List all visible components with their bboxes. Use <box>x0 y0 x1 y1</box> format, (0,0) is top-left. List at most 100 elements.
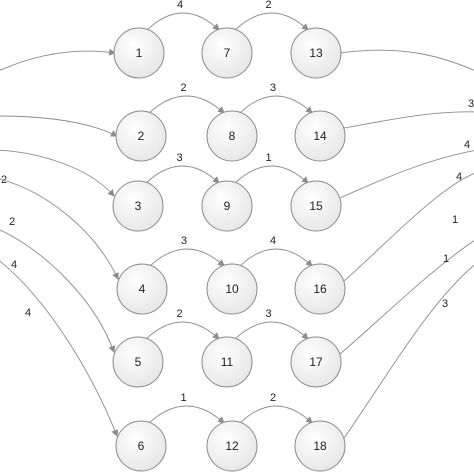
incoming-edge-arrow <box>0 115 118 137</box>
outgoing-edge-label: 3 <box>468 98 474 110</box>
row-edge-label: 4 <box>270 235 276 247</box>
row-edge-label: 2 <box>265 0 271 11</box>
node-label: 4 <box>139 282 146 296</box>
row-edge-label: 3 <box>176 152 182 164</box>
node-label: 13 <box>309 46 323 60</box>
node-label: 6 <box>138 439 145 453</box>
node-circle <box>116 263 168 315</box>
outgoing-edge-arrow <box>343 264 474 439</box>
incoming-edge-arrow <box>0 48 116 71</box>
node-label: 10 <box>225 282 239 296</box>
outgoing-edge-arrow <box>339 150 474 199</box>
row-edge-arrow <box>239 405 313 424</box>
outgoing-edge-label: 1 <box>443 253 449 265</box>
incoming-edge-arrow <box>0 229 116 353</box>
node-label: 14 <box>313 129 327 143</box>
incoming-edge-label: 4 <box>11 259 17 271</box>
node-label: 18 <box>313 439 327 453</box>
row-edge-label: 4 <box>177 0 183 11</box>
node-3: 3 <box>112 180 164 232</box>
node-label: 15 <box>309 199 323 213</box>
row-edge-arrow <box>234 321 309 340</box>
node-7: 7 <box>201 27 253 79</box>
node-8: 8 <box>206 110 258 162</box>
node-10: 10 <box>206 263 258 315</box>
incoming-edge-arrow <box>0 260 119 437</box>
outgoing-edge-label: 4 <box>456 171 462 183</box>
node-circle <box>206 110 258 162</box>
row-edge-arrow <box>239 95 313 114</box>
node-17: 17 <box>290 336 342 388</box>
node-label: 12 <box>225 439 239 453</box>
row-edge-arrow <box>239 248 313 267</box>
node-label: 3 <box>135 199 142 213</box>
node-circle <box>115 420 167 472</box>
node-label: 5 <box>135 355 142 369</box>
row-edge-arrow <box>149 248 225 267</box>
incoming-edge-label: 4 <box>25 307 31 319</box>
outgoing-edge-label: 3 <box>442 298 448 310</box>
row-edge-label: 1 <box>180 392 186 404</box>
row-edge-label: 2 <box>180 82 186 94</box>
node-14: 14 <box>294 110 346 162</box>
node-label: 17 <box>309 355 323 369</box>
node-circle <box>294 420 346 472</box>
node-circle <box>201 180 253 232</box>
outgoing-edge-arrow <box>343 111 474 129</box>
row-edge-label: 2 <box>270 392 276 404</box>
row-edge-arrow <box>145 321 220 340</box>
row-edge-label: 1 <box>265 152 271 164</box>
node-circle <box>290 180 342 232</box>
row-edge-label: 2 <box>176 308 182 320</box>
row-edge-arrow <box>234 12 309 31</box>
node-label: 11 <box>221 355 234 369</box>
node-15: 15 <box>290 180 342 232</box>
node-label: 7 <box>224 46 231 60</box>
node-12: 12 <box>206 420 258 472</box>
node-5: 5 <box>112 336 164 388</box>
node-circle <box>201 336 253 388</box>
row-edge-arrow <box>146 12 220 31</box>
node-circle <box>113 27 165 79</box>
row-edge-arrow <box>148 95 225 114</box>
incoming-edge-label: 2 <box>9 216 15 228</box>
node-label: 2 <box>138 129 145 143</box>
row-edge-label: 3 <box>181 235 187 247</box>
node-9: 9 <box>201 180 253 232</box>
outgoing-edge-arrow <box>339 240 474 355</box>
node-circle <box>290 336 342 388</box>
node-circle <box>115 110 167 162</box>
node-circle <box>112 336 164 388</box>
node-circle <box>290 27 342 79</box>
outgoing-edge-label: 1 <box>452 214 458 226</box>
outgoing-edge-arrow <box>339 49 474 71</box>
node-4: 4 <box>116 263 168 315</box>
node-18: 18 <box>294 420 346 472</box>
incoming-edge-arrow <box>0 149 115 197</box>
node-11: 11 <box>201 336 253 388</box>
node-circle <box>206 263 258 315</box>
node-label: 1 <box>136 46 143 60</box>
row-edge-label: 3 <box>270 82 276 94</box>
row-edge-arrow <box>234 165 309 184</box>
row-edge-arrow <box>148 405 225 424</box>
node-label: 8 <box>229 129 236 143</box>
outgoing-edge-label: 4 <box>464 139 470 151</box>
node-circle <box>112 180 164 232</box>
incoming-edge-arrow <box>0 178 119 280</box>
row-edge-arrow <box>145 165 220 184</box>
node-circle <box>294 110 346 162</box>
node-13: 13 <box>290 27 342 79</box>
node-6: 6 <box>115 420 167 472</box>
node-circle <box>201 27 253 79</box>
node-16: 16 <box>294 263 346 315</box>
node-label: 16 <box>313 282 327 296</box>
node-label: 9 <box>224 199 231 213</box>
node-1: 1 <box>113 27 165 79</box>
node-circle <box>294 263 346 315</box>
row-edge-label: 3 <box>265 308 271 320</box>
